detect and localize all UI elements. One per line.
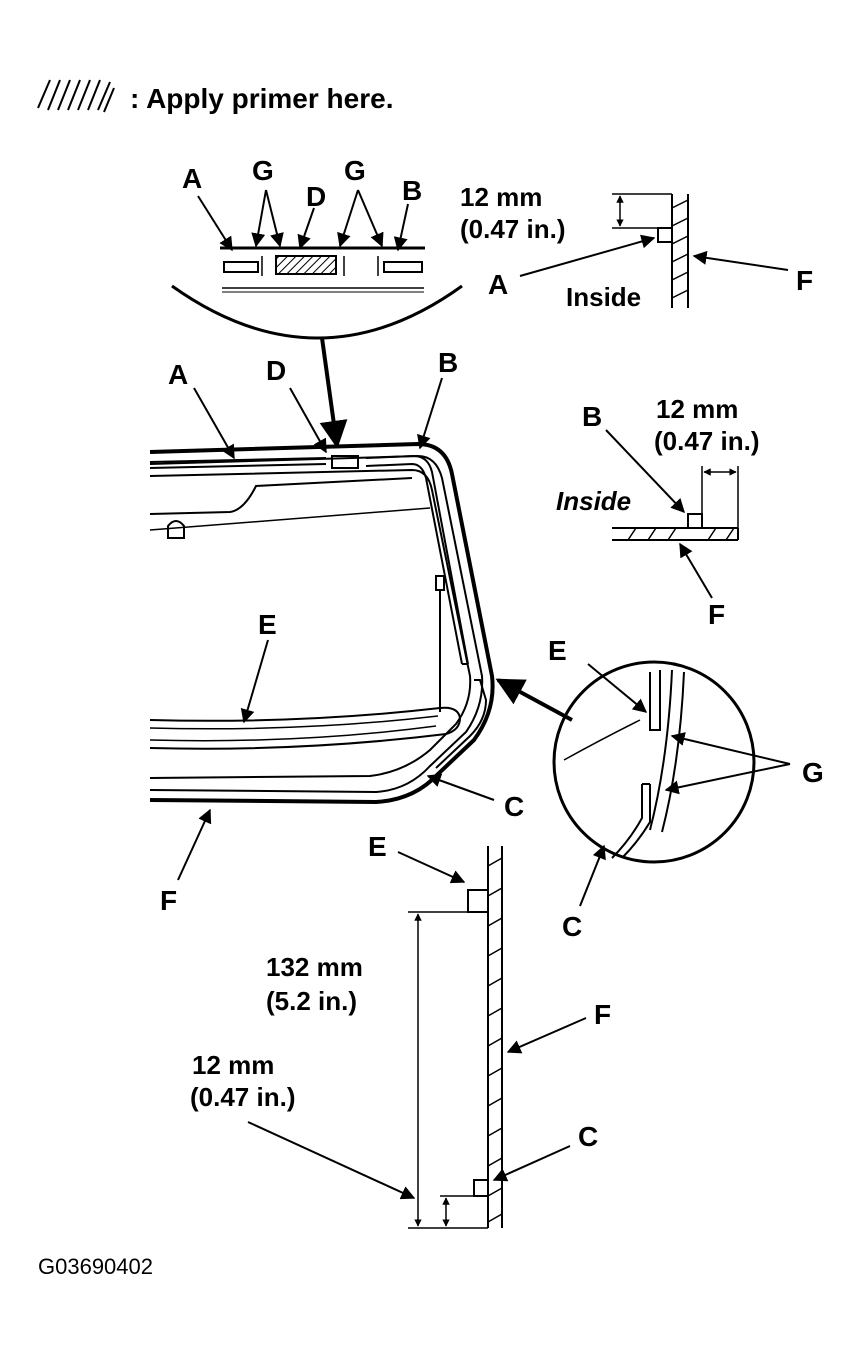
dam-e-section: [467, 889, 489, 913]
section-a-dim-in: (0.47 in.): [460, 214, 565, 244]
label-c-bottom: C: [578, 1121, 598, 1152]
label-g-top-left: G: [252, 155, 274, 186]
label-a-section: A: [488, 269, 508, 300]
label-a-top: A: [182, 163, 202, 194]
dim-132-mm: 132 mm: [266, 952, 363, 982]
dam-strip-e: [149, 706, 462, 750]
dam-b-piece: [383, 261, 423, 273]
section-a-inside: Inside: [566, 282, 641, 312]
label-g-top-right: G: [344, 155, 366, 186]
label-b-top: B: [402, 175, 422, 206]
dam-strip-b: [365, 454, 469, 665]
hatch-legend-icon: [37, 79, 115, 113]
label-f-section-a: F: [796, 265, 813, 296]
dam-c-section: [473, 1179, 489, 1197]
dam-strip-a: [149, 457, 327, 469]
label-f-main: F: [160, 885, 177, 916]
section-a-dim-mm: 12 mm: [460, 182, 542, 212]
dim-12-in-bottom: (0.47 in.): [190, 1082, 295, 1112]
section-e-c: 132 mm (5.2 in.) 12 mm (0.47 in.) E F C: [190, 831, 611, 1229]
corner-detail-circle: E G C: [548, 635, 824, 942]
label-b-section: B: [582, 401, 602, 432]
dam-strip-d: [331, 455, 359, 469]
label-f-bottom: F: [594, 999, 611, 1030]
label-c-circle: C: [562, 911, 582, 942]
label-g-circle: G: [802, 757, 824, 788]
figure-code: G03690402: [38, 1254, 153, 1279]
legend-text: : Apply primer here.: [130, 83, 393, 114]
label-a-main: A: [168, 359, 188, 390]
section-a: 12 mm (0.47 in.) A Inside F: [460, 182, 813, 312]
dim-132-in: (5.2 in.): [266, 986, 357, 1016]
body-edge-f: [149, 441, 495, 805]
label-c-main: C: [504, 791, 524, 822]
dam-a-piece: [223, 261, 259, 273]
legend: : Apply primer here.: [37, 79, 393, 114]
label-f-section-b: F: [708, 599, 725, 630]
magnifier-arc: [171, 284, 463, 340]
label-e-main: E: [258, 609, 277, 640]
dam-a-section: [657, 227, 673, 243]
section-b: 12 mm (0.47 in.) B Inside F: [556, 394, 759, 630]
label-b-main: B: [438, 347, 458, 378]
windshield-main: A D B E C F: [149, 347, 573, 916]
label-e-circle: E: [548, 635, 567, 666]
section-b-dim-mm: 12 mm: [656, 394, 738, 424]
label-d-main: D: [266, 355, 286, 386]
label-e-bottom: E: [368, 831, 387, 862]
dam-strip-c: [435, 679, 488, 769]
label-d-top: D: [306, 181, 326, 212]
section-b-inside: Inside: [556, 486, 631, 516]
primer-area-d: [275, 255, 337, 275]
top-detail: A G D G B: [171, 155, 463, 449]
section-b-dim-in: (0.47 in.): [654, 426, 759, 456]
dim-12-mm-bottom: 12 mm: [192, 1050, 274, 1080]
dam-b-section: [687, 513, 703, 529]
